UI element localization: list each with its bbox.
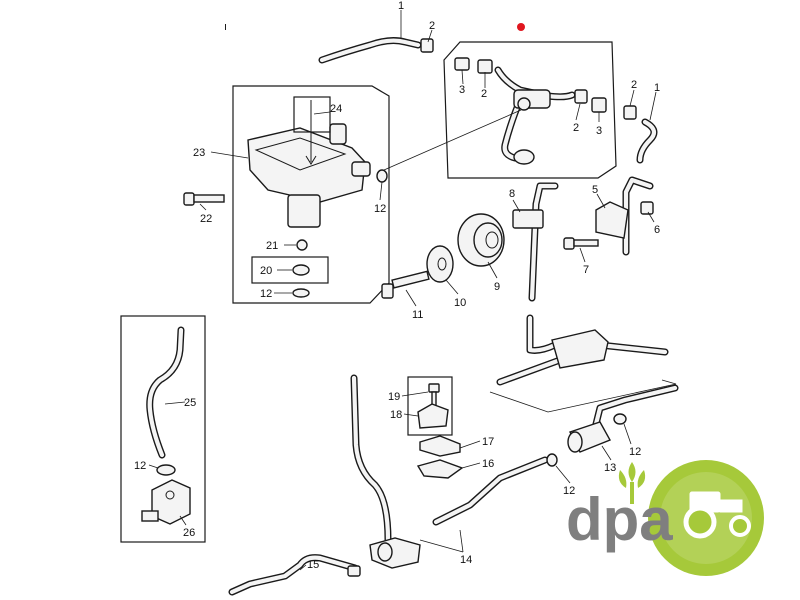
part-14-long-pipe — [432, 456, 549, 526]
label-3-mid: 3 — [596, 125, 602, 137]
label-13: 13 — [604, 462, 616, 474]
label-12-right-top: 12 — [629, 446, 641, 458]
part-13-cylinder — [567, 384, 679, 453]
part-21-nut — [296, 239, 308, 251]
leader-lines — [148, 10, 657, 571]
part-1-top-pipe — [318, 37, 422, 64]
label-9: 9 — [494, 281, 500, 293]
wheat-icon — [618, 462, 646, 504]
middle-right-pipe-assembly — [496, 314, 669, 386]
label-12-left: 12 — [134, 460, 146, 472]
part-20-bushing — [292, 264, 310, 276]
assembly-dashed-outline — [489, 379, 677, 413]
label-2-left: 2 — [481, 88, 487, 100]
part-11-bolt — [381, 270, 430, 299]
label-25: 25 — [184, 397, 196, 409]
label-17: 17 — [482, 436, 494, 448]
parts-20-12-inset-frame — [251, 256, 329, 284]
part-23-reservoir-tank — [247, 123, 371, 228]
part-17-clamp — [419, 435, 461, 457]
red-marker-dot — [517, 23, 525, 31]
label-24: 24 — [330, 103, 342, 115]
part-6-nut — [640, 201, 654, 215]
part-24-filter-insert — [293, 96, 331, 165]
dpa-logo: dpa — [566, 460, 764, 576]
part-2-right-nut — [623, 105, 637, 120]
part-7-bolt — [563, 237, 599, 250]
part-12-right-washers — [546, 413, 627, 467]
part-12-left-washer — [156, 464, 176, 476]
label-7: 7 — [583, 264, 589, 276]
part-10-washer-disc — [426, 245, 454, 283]
part-16-clamp-plate — [416, 459, 464, 479]
part-18-clamp-plate — [417, 403, 449, 429]
label-2-mid: 2 — [573, 122, 579, 134]
part-12-tank-washer — [376, 169, 388, 183]
part-1-right-pipe — [636, 118, 658, 164]
label-15: 15 — [307, 559, 319, 571]
part-22-bolt — [183, 192, 225, 206]
vertical-riser-pipe — [350, 374, 392, 544]
label-19: 19 — [388, 391, 400, 403]
label-12-washer: 12 — [260, 288, 272, 300]
label-2-right: 2 — [631, 79, 637, 91]
label-1-right: 1 — [654, 82, 660, 94]
label-21: 21 — [266, 240, 278, 252]
part-9-pulley — [457, 213, 505, 267]
part-19-clamp-bolt — [428, 383, 440, 407]
left-assembly-frame — [120, 315, 206, 543]
clamp-assembly-frame — [407, 376, 453, 436]
label-14: 14 — [460, 554, 472, 566]
label-8: 8 — [509, 188, 515, 200]
part-number-labels: 1 2 3 2 2 3 2 1 24 23 12 22 21 20 12 8 5… — [134, 0, 660, 571]
part-8-bracket-rod — [512, 182, 559, 302]
part-2-top-nut — [420, 38, 434, 53]
bottom-fitting-assembly — [347, 537, 421, 577]
label-18: 18 — [390, 409, 402, 421]
part-5-bracket — [595, 176, 654, 256]
stray-mark: ı — [224, 21, 227, 33]
part-26-fitting-block — [141, 479, 191, 525]
label-2-top: 2 — [429, 20, 435, 32]
label-11: 11 — [412, 309, 423, 321]
label-26: 26 — [183, 527, 195, 539]
label-16: 16 — [482, 458, 494, 470]
label-3-left: 3 — [459, 84, 465, 96]
label-23: 23 — [193, 147, 205, 159]
label-12-tank: 12 — [374, 203, 386, 215]
label-22: 22 — [200, 213, 212, 225]
label-6: 6 — [654, 224, 660, 236]
label-10: 10 — [454, 297, 466, 309]
tractor-icon — [683, 491, 751, 539]
part-15-lower-pipe — [228, 554, 359, 596]
label-5: 5 — [592, 184, 598, 196]
part-12-lower-washer — [292, 288, 310, 298]
reservoir-assembly-frame — [232, 85, 390, 304]
label-20: 20 — [260, 265, 272, 277]
top-right-assembly-frame — [443, 41, 617, 179]
top-right-pipe-assembly — [454, 57, 607, 165]
label-1-top: 1 — [398, 0, 404, 12]
part-25-hose — [146, 326, 185, 459]
label-12-bottom: 12 — [563, 485, 575, 497]
logo-text: dpa — [566, 486, 673, 553]
